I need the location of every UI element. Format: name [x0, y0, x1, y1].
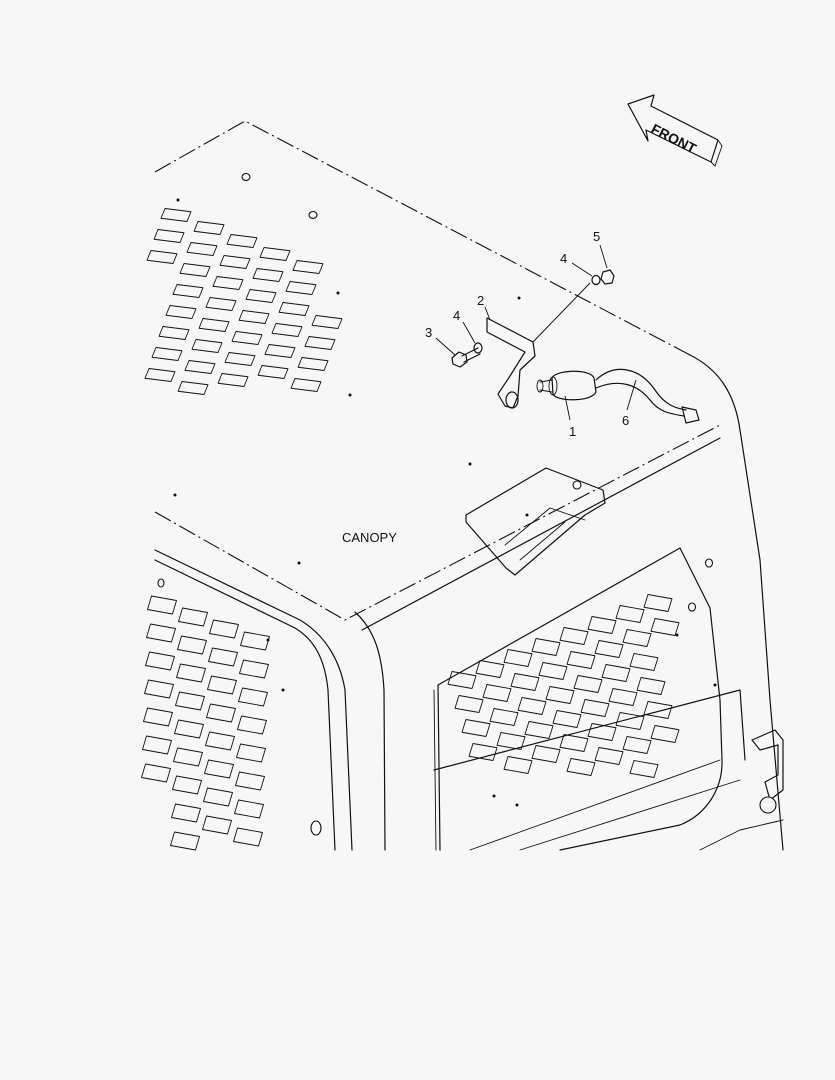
work-light-assembly: [486, 282, 700, 424]
callout-4-upper: 4: [560, 251, 567, 266]
rear-grille: [447, 594, 680, 778]
rear-window-frame: [433, 547, 784, 851]
side-grille-left: [141, 595, 270, 851]
callout-6: 6: [622, 413, 629, 428]
fasteners: [451, 269, 615, 368]
callout-2: 2: [477, 293, 484, 308]
callout-5: 5: [593, 229, 600, 244]
callout-4-lower: 4: [453, 308, 460, 323]
callout-1: 1: [569, 424, 576, 439]
roof-grille: [144, 208, 343, 395]
front-arrow-label: FRONT: [649, 120, 700, 156]
front-arrow: FRONT: [627, 94, 723, 167]
canopy-roof: [154, 120, 784, 851]
light-mount-housing: [465, 467, 606, 576]
callout-labels: 1 2 3 4 4 5 6: [425, 229, 629, 439]
canopy-holes: [157, 172, 717, 836]
callout-leaders: [435, 244, 637, 421]
canopy-label: CANOPY: [342, 530, 397, 545]
callout-3: 3: [425, 325, 432, 340]
